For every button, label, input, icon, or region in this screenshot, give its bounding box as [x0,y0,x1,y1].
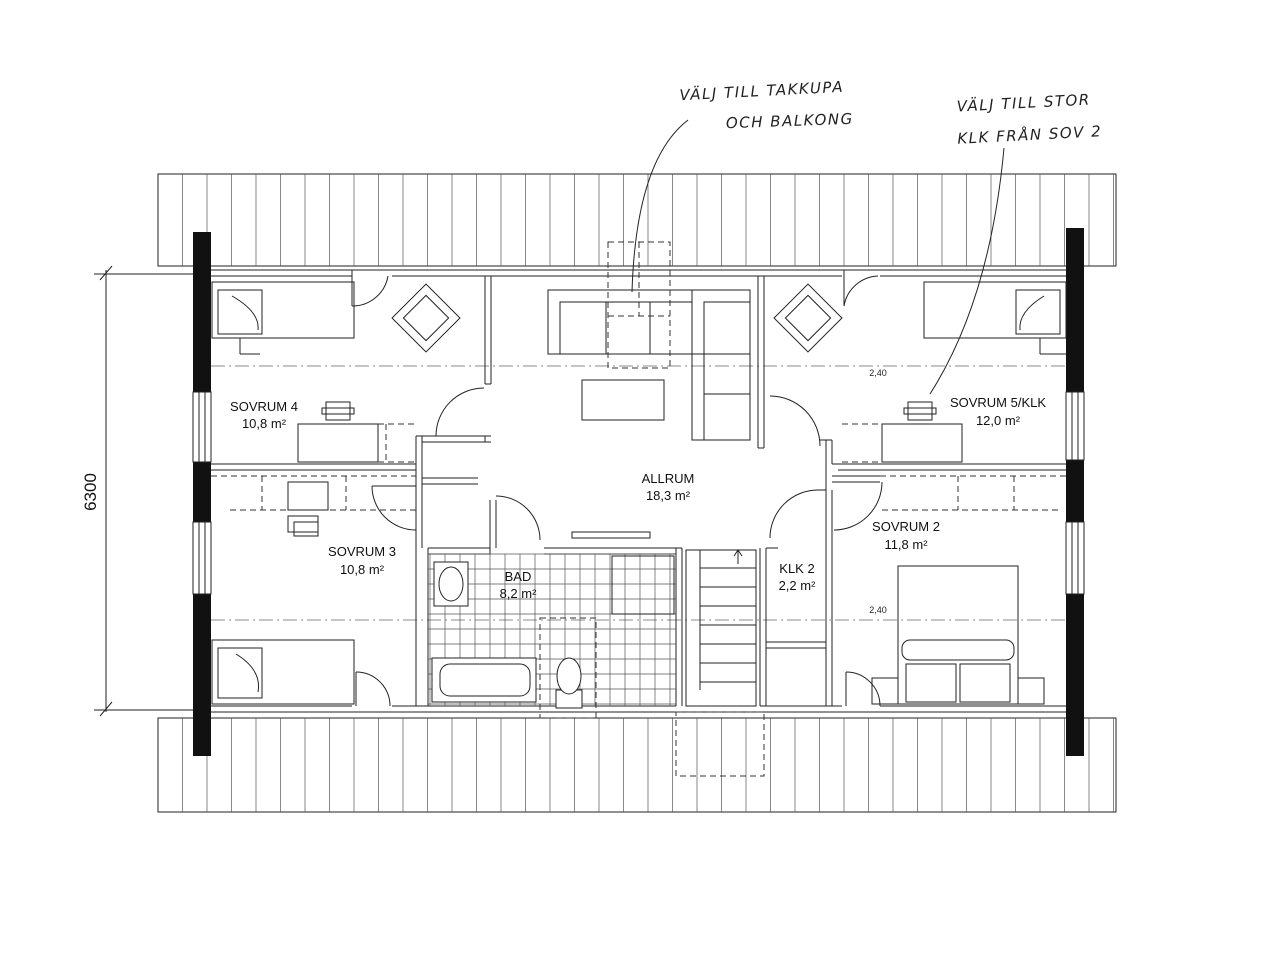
gable-wall-right [1065,228,1085,756]
note-dormer-line2: OCH BALKONG [726,110,854,132]
dormer-outline [607,241,671,369]
dormer-note-leader [631,119,689,293]
staircase [675,549,765,777]
room-sovrum3-area: 10,8 m² [340,562,385,577]
room-sovrum4-name: SOVRUM 4 [230,399,298,414]
note-closet-line2: KLK FRÅN SOV 2 [957,121,1103,148]
height-label-lower: 2,40 [869,605,887,615]
room-klk2-area: 2,2 m² [779,578,817,593]
room-sovrum5-area: 12,0 m² [976,413,1021,428]
room-sovrum4-area: 10,8 m² [242,416,287,431]
room-allrum-name: ALLRUM [642,471,695,486]
bad-fixtures [428,553,676,719]
room-sovrum3-name: SOVRUM 3 [328,544,396,559]
sovrum3-furniture [211,475,416,705]
dimension-depth [94,265,193,717]
doors [351,270,883,707]
note-closet-line1: VÄLJ TILL STOR [956,90,1091,116]
note-dormer-line1: VÄLJ TILL TAKKUPA [679,77,844,105]
closet-note-leader [929,147,1005,395]
sovrum5-furniture [773,281,1067,463]
knee-wall-bottom [211,705,1066,713]
allrum-furniture [547,289,751,539]
gable-wall-left [192,232,212,756]
height-label-upper: 2,40 [869,368,887,378]
room-bad-area: 8,2 m² [500,586,538,601]
room-sovrum5-name: SOVRUM 5/KLK [950,395,1046,410]
dimension-depth-label: 6300 [81,473,100,511]
knee-wall-top [211,269,1066,277]
sovrum4-furniture [211,281,461,463]
room-sovrum2-name: SOVRUM 2 [872,519,940,534]
roof-top [157,173,1117,267]
room-bad-name: BAD [505,569,532,584]
sovrum2-furniture [871,475,1066,705]
room-sovrum2-area: 11,8 m² [884,537,928,552]
roof-bottom [157,717,1117,813]
room-klk2-name: KLK 2 [779,561,814,576]
interior-walls [211,276,1066,706]
room-allrum-area: 18,3 m² [646,488,691,503]
